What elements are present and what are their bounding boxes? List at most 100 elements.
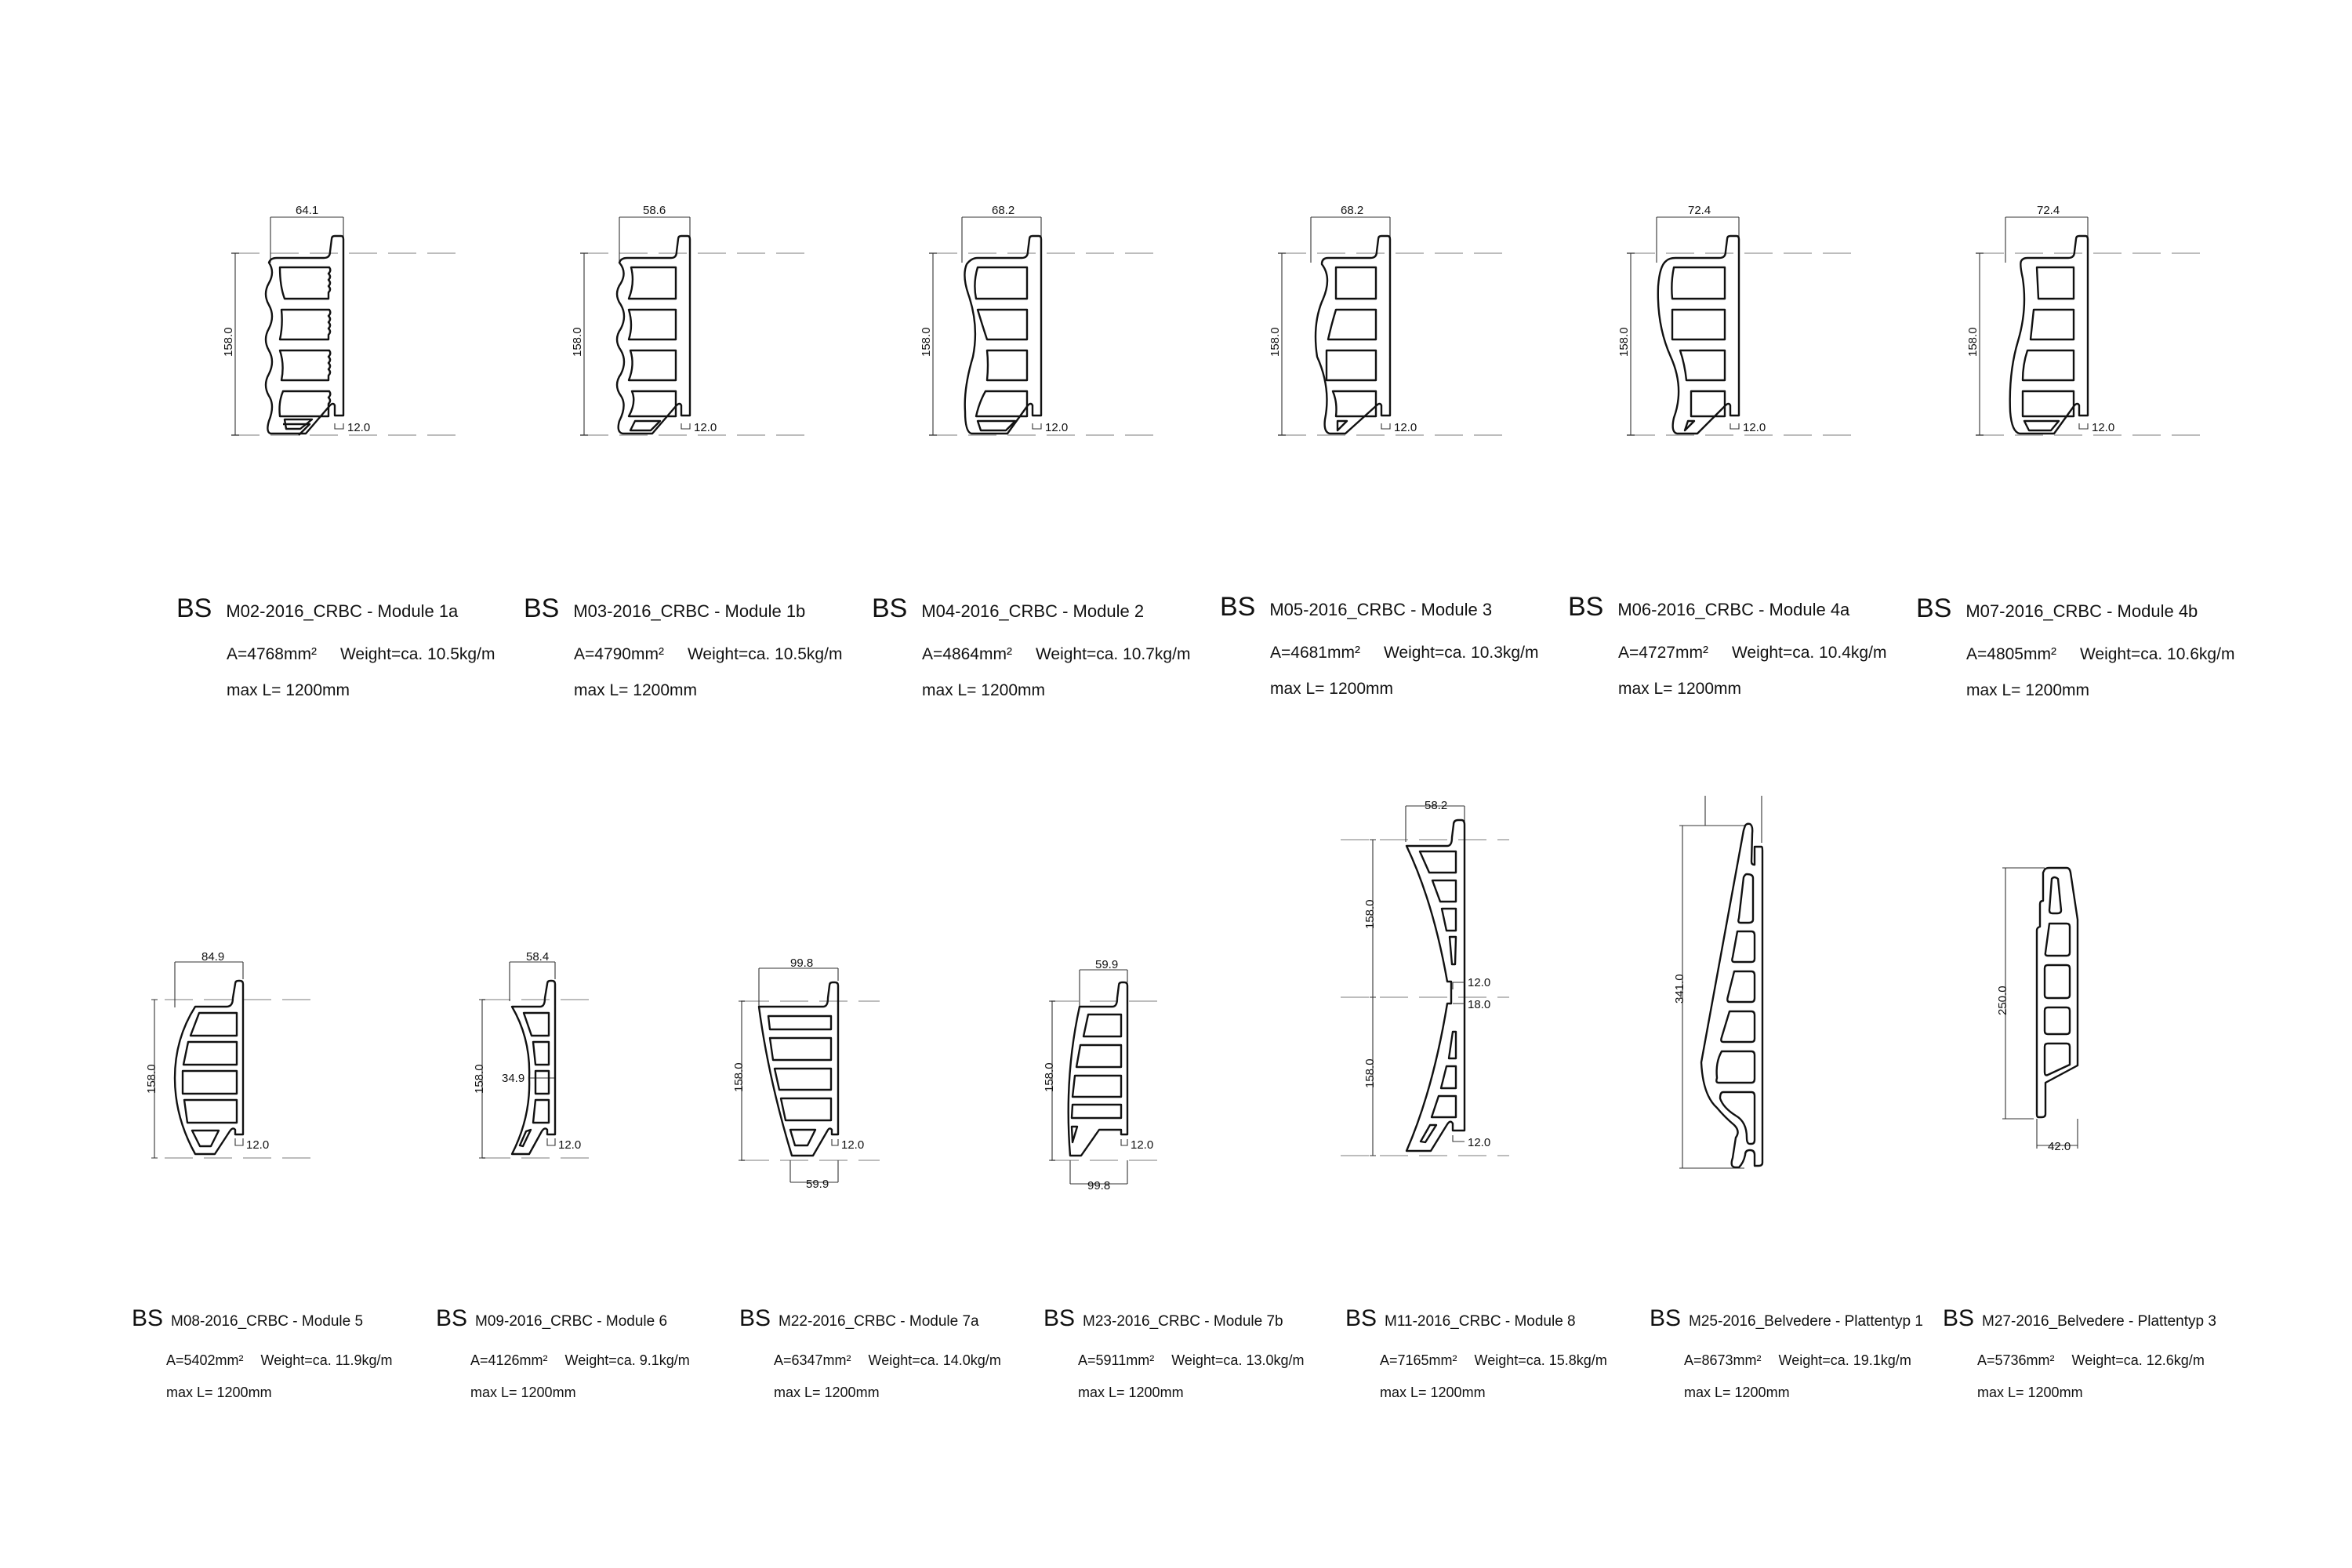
profile-max-length: max L= 1200mm <box>470 1385 576 1400</box>
profile-drawing-m04: 158.0 68.2 12.0 <box>920 200 1188 451</box>
bs-prefix: BS <box>739 1305 771 1331</box>
profile-area: A=8673mm² <box>1684 1352 1762 1368</box>
bs-prefix: BS <box>1044 1305 1076 1331</box>
profile-drawing-m25: 341.0 <box>1670 788 1795 1188</box>
profile-area: A=4768mm² <box>227 645 317 663</box>
dim-width: 72.4 <box>2037 204 2060 217</box>
profile-max-length: max L= 1200mm <box>774 1385 880 1400</box>
profile-code: M05-2016_CRBC - Module 3 <box>1269 600 1493 619</box>
dim-width: 58.2 <box>1425 799 1447 812</box>
dim-width: 72.4 <box>1688 204 1711 217</box>
profile-code: M04-2016_CRBC - Module 2 <box>921 601 1145 621</box>
dim-width: 84.9 <box>201 950 224 964</box>
profile-area: A=4864mm² <box>922 645 1012 663</box>
dim-width: 64.1 <box>296 204 318 217</box>
dim-width: 58.4 <box>526 950 549 964</box>
dim-lip: 12.0 <box>347 421 370 434</box>
profile-drawing-m08: 158.0 84.9 12.0 <box>145 950 349 1188</box>
profile-max-length: max L= 1200mm <box>1380 1385 1486 1400</box>
dim-height-upper: 158.0 <box>1363 899 1377 929</box>
dim-height: 158.0 <box>473 1064 486 1094</box>
profile-drawing-m02: 158.0 64.1 12.0 <box>222 200 490 451</box>
dim-lip-lower: 12.0 <box>1468 1136 1490 1149</box>
profile-code: M06-2016_CRBC - Module 4a <box>1617 600 1850 619</box>
profile-weight: Weight=ca. 14.0kg/m <box>868 1352 1001 1368</box>
dim-bottom-width: 99.8 <box>1087 1179 1110 1192</box>
profile-code: M22-2016_CRBC - Module 7a <box>779 1313 979 1330</box>
dim-lip: 12.0 <box>2092 421 2114 434</box>
profile-area: A=4727mm² <box>1618 644 1708 662</box>
dim-width: 42.0 <box>2048 1140 2071 1153</box>
profile-drawing-m09: 158.0 34.9 58.4 12.0 <box>404 950 608 1188</box>
dim-lip: 12.0 <box>1045 421 1068 434</box>
profile-max-length: max L= 1200mm <box>1684 1385 1790 1400</box>
bs-prefix: BS <box>176 593 212 623</box>
profile-weight: Weight=ca. 10.5kg/m <box>687 645 843 663</box>
profile-weight: Weight=ca. 10.6kg/m <box>2079 645 2235 663</box>
bs-prefix: BS <box>1650 1305 1682 1331</box>
dim-lip: 12.0 <box>246 1138 269 1152</box>
bs-prefix: BS <box>1345 1305 1377 1331</box>
profile-code: M09-2016_CRBC - Module 6 <box>475 1313 668 1330</box>
profile-weight: Weight=ca. 19.1kg/m <box>1778 1352 1911 1368</box>
dim-lip: 12.0 <box>1394 421 1417 434</box>
profile-weight: Weight=ca. 10.4kg/m <box>1731 644 1887 662</box>
dim-lip: 12.0 <box>1131 1138 1153 1152</box>
bs-prefix: BS <box>524 593 560 623</box>
profile-drawing-m27: 250.0 42.0 <box>1991 858 2101 1172</box>
dim-height: 341.0 <box>1673 974 1686 1004</box>
dim-height: 158.0 <box>1269 327 1282 357</box>
bs-prefix: BS <box>1568 592 1604 622</box>
dim-width: 99.8 <box>790 956 813 970</box>
profile-weight: Weight=ca. 10.3kg/m <box>1383 644 1539 662</box>
profile-area: A=4805mm² <box>1966 645 2056 663</box>
profile-area: A=4790mm² <box>574 645 664 663</box>
profile-weight: Weight=ca. 15.8kg/m <box>1474 1352 1607 1368</box>
dim-gap: 18.0 <box>1468 998 1490 1011</box>
profile-code: M08-2016_CRBC - Module 5 <box>171 1313 364 1330</box>
profile-area: A=6347mm² <box>774 1352 851 1368</box>
profile-drawing-m22: 158.0 99.8 12.0 59.9 <box>732 953 925 1203</box>
dim-lip: 12.0 <box>694 421 717 434</box>
bs-prefix: BS <box>872 593 908 623</box>
profile-weight: Weight=ca. 10.5kg/m <box>339 645 495 663</box>
profile-code: M27-2016_Belvedere - Plattentyp 3 <box>1982 1313 2216 1330</box>
bs-prefix: BS <box>132 1305 164 1331</box>
dim-height: 158.0 <box>732 1062 746 1092</box>
dim-lip: 12.0 <box>1743 421 1766 434</box>
profile-max-length: max L= 1200mm <box>1977 1385 2083 1400</box>
dim-bottom-width: 59.9 <box>806 1178 829 1191</box>
dim-height: 158.0 <box>222 327 235 357</box>
profile-max-length: max L= 1200mm <box>922 681 1045 699</box>
dim-lip-upper: 12.0 <box>1468 976 1490 989</box>
profile-weight: Weight=ca. 11.9kg/m <box>260 1352 393 1368</box>
dim-height: 158.0 <box>1617 327 1631 357</box>
profile-max-length: max L= 1200mm <box>166 1385 272 1400</box>
profile-max-length: max L= 1200mm <box>1270 680 1393 698</box>
bs-prefix: BS <box>1220 592 1256 622</box>
profile-drawing-m03: 158.0 58.6 12.0 <box>571 200 839 451</box>
profile-area: A=5911mm² <box>1078 1352 1155 1368</box>
dim-lip: 12.0 <box>841 1138 864 1152</box>
profile-label-m22: BS M22-2016_CRBC - Module 7a A=6347mm² Wei… <box>739 1305 1001 1401</box>
dim-height: 158.0 <box>1043 1062 1056 1092</box>
profile-weight: Weight=ca. 12.6kg/m <box>2071 1352 2205 1368</box>
profile-drawing-m11: 158.0 158.0 58.2 12.0 18.0 12.0 <box>1341 792 1552 1184</box>
bs-prefix: BS <box>436 1305 468 1331</box>
dim-height: 158.0 <box>571 327 584 357</box>
profile-code: M03-2016_CRBC - Module 1b <box>573 601 806 621</box>
profile-area: A=4126mm² <box>470 1352 548 1368</box>
profile-max-length: max L= 1200mm <box>1078 1385 1184 1400</box>
profile-area: A=7165mm² <box>1380 1352 1457 1368</box>
dim-mid-depth: 34.9 <box>502 1072 524 1085</box>
profile-weight: Weight=ca. 10.7kg/m <box>1035 645 1191 663</box>
dim-width: 58.6 <box>643 204 666 217</box>
profile-max-length: max L= 1200mm <box>1966 681 2089 699</box>
